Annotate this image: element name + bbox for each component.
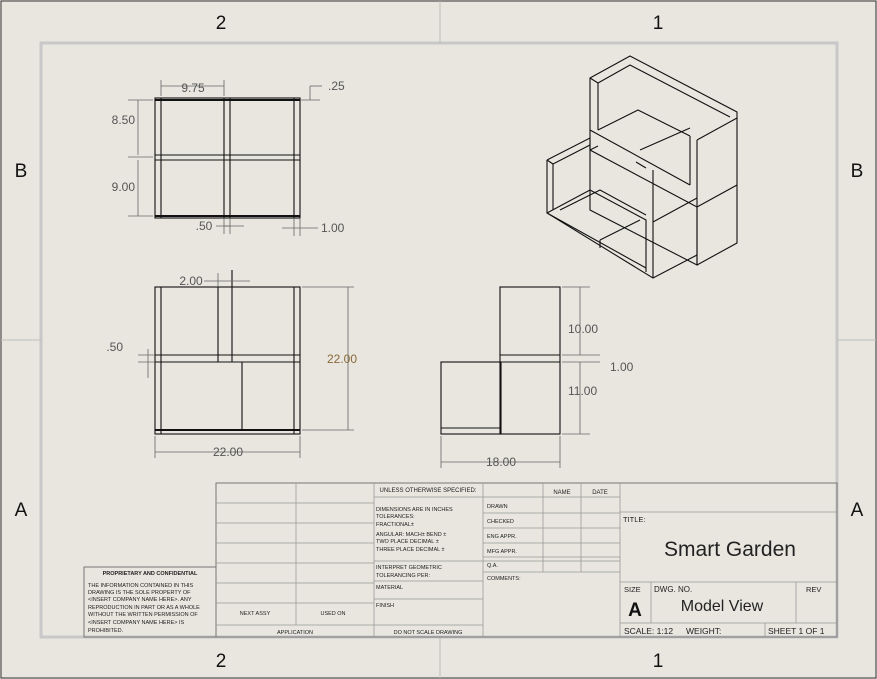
dim-top-offset: .25 <box>328 79 345 93</box>
tb-sheet: SHEET 1 OF 1 <box>768 626 825 636</box>
tb-next-assy: NEXT ASSY <box>240 611 271 617</box>
tb-comments: COMMENTS: <box>487 576 521 582</box>
dim-side-upper: 10.00 <box>568 322 598 336</box>
dim-front-width: 22.00 <box>213 445 243 459</box>
tb-do-not-scale: DO NOT SCALE DRAWING <box>394 630 463 636</box>
zone-label-top-2: 2 <box>216 13 227 34</box>
title-block: UNLESS OTHERWISE SPECIFIED: NAME DATE DI… <box>83 482 838 638</box>
dim-side-lower: 11.00 <box>568 384 597 398</box>
tb-title: Smart Garden <box>664 538 796 561</box>
side-view: 10.00 1.00 11.00 18.00 <box>440 286 634 469</box>
tb-prop-line5: WITHOUT THE WRITTEN PERMISSION OF <box>88 612 198 618</box>
tb-dwg-no: Model View <box>681 598 764 615</box>
tb-unless: UNLESS OTHERWISE SPECIFIED: <box>380 488 477 494</box>
tb-prop-line7: PROHIBITED. <box>88 628 124 634</box>
tb-rev-label: REV <box>806 585 821 594</box>
dim-top-lower: 9.00 <box>112 180 136 194</box>
tb-dims-line4: ANGULAR: MACH± BEND ± <box>376 532 446 538</box>
dim-top-width: 9.75 <box>181 81 205 95</box>
tb-scale: SCALE: 1:12 <box>624 626 673 636</box>
tb-prop-line4: REPRODUCTION IN PART OR AS A WHOLE <box>88 605 200 611</box>
tb-title-label: TITLE: <box>623 515 646 524</box>
top-view: 9.75 .25 8.50 9.00 .50 1.00 <box>112 79 345 236</box>
dim-front-shelf: .50 <box>106 340 123 354</box>
zone-label-left-a: A <box>15 500 28 521</box>
dim-front-height: 22.00 <box>327 352 357 366</box>
dim-front-inset: 2.00 <box>179 274 203 288</box>
tb-name-header: NAME <box>553 490 570 496</box>
tb-prop-line1: THE INFORMATION CONTAINED IN THIS <box>88 583 193 589</box>
tb-eng-appr: ENG APPR. <box>487 534 517 540</box>
dim-top-side: 1.00 <box>321 221 345 235</box>
tb-prop-line3: <INSERT COMPANY NAME HERE>. ANY <box>88 597 192 603</box>
zone-label-right-a: A <box>851 500 864 521</box>
tb-dims-line1: DIMENSIONS ARE IN INCHES <box>376 507 453 513</box>
tb-dims-line2: TOLERANCES: <box>376 514 415 520</box>
tb-date-header: DATE <box>592 490 608 496</box>
zone-label-top-1: 1 <box>653 13 664 34</box>
tb-drawn: DRAWN <box>487 504 508 510</box>
tb-dwg-label: DWG. NO. <box>654 585 692 594</box>
tb-used-on: USED ON <box>320 611 345 617</box>
tb-mfg-appr: MFG APPR. <box>487 549 517 555</box>
tb-size-label: SIZE <box>624 585 641 594</box>
tb-size: A <box>628 600 642 621</box>
tb-prop-title: PROPRIETARY AND CONFIDENTIAL <box>103 571 198 577</box>
tb-dims-line5: TWO PLACE DECIMAL ± <box>376 539 439 545</box>
tb-checked: CHECKED <box>487 519 514 525</box>
tb-material: MATERIAL <box>376 585 403 591</box>
dim-top-upper: 8.50 <box>112 113 136 127</box>
isometric-view <box>546 55 738 279</box>
dim-side-shelf: 1.00 <box>610 360 634 374</box>
front-view: 2.00 .50 22.00 22.00 <box>106 270 357 459</box>
tb-interpret-1: INTERPRET GEOMETRIC <box>376 565 442 571</box>
tb-finish: FINISH <box>376 603 394 609</box>
tb-dims-line3: FRACTIONAL± <box>376 522 414 528</box>
tb-prop-line6: <INSERT COMPANY NAME HERE> IS <box>88 620 185 626</box>
tb-dims-line6: THREE PLACE DECIMAL ± <box>376 547 445 553</box>
zone-label-left-b: B <box>15 161 28 182</box>
zone-label-bottom-2: 2 <box>216 651 227 672</box>
tb-qa: Q.A. <box>487 563 498 569</box>
tb-application: APPLICATION <box>277 630 313 636</box>
tb-weight: WEIGHT: <box>686 626 721 636</box>
dim-side-width: 18.00 <box>486 455 516 469</box>
tb-prop-line2: DRAWING IS THE SOLE PROPERTY OF <box>88 590 191 596</box>
tb-interpret-2: TOLERANCING PER: <box>376 573 430 579</box>
dim-top-gap: .50 <box>196 219 213 233</box>
zone-label-right-b: B <box>851 161 864 182</box>
zone-label-bottom-1: 1 <box>653 651 664 672</box>
